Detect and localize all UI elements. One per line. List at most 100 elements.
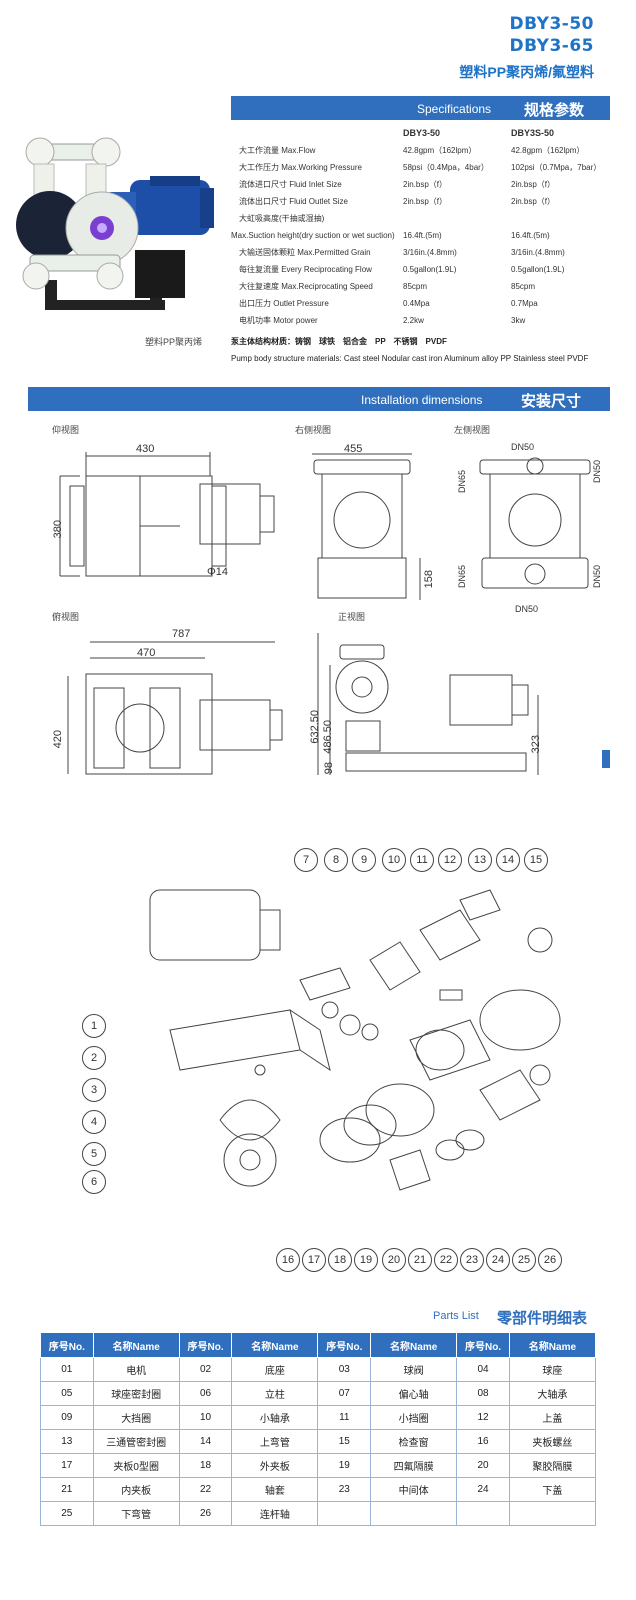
- view-label-top: 俯视图: [52, 612, 80, 622]
- callout-21: 21: [408, 1248, 432, 1272]
- model-title-2: DBY3-65: [509, 36, 594, 56]
- materials-en: Pump body structure materials: Cast stee…: [231, 354, 589, 363]
- part-name: 立柱: [231, 1381, 319, 1406]
- dim-dn65-top: DN65: [457, 470, 467, 494]
- spec-label: 出口压力 Outlet Pressure: [239, 299, 329, 308]
- spec-v2: 0.5gallon(1.9L): [511, 265, 565, 274]
- spec-label: 流体出口尺寸 Fluid Outlet Size: [239, 197, 348, 206]
- parts-header-cell: 序号No.: [456, 1332, 510, 1358]
- spec-v2: 16.4ft.(5m): [511, 231, 550, 240]
- part-name: 小挡圈: [370, 1405, 458, 1430]
- part-number: 16: [456, 1429, 510, 1454]
- part-name: [370, 1501, 458, 1526]
- product-caption: 塑料PP聚丙烯: [145, 337, 203, 347]
- spec-label: 流体进口尺寸 Fluid Inlet Size: [239, 180, 342, 189]
- part-number: 13: [40, 1429, 94, 1454]
- spec-label: 大往复速度 Max.Reciprocating Speed: [239, 282, 373, 291]
- spec-row: 大虹吸高度(干抽或湿抽): [231, 210, 616, 227]
- part-name: 中间体: [370, 1477, 458, 1502]
- part-number: 26: [178, 1501, 233, 1526]
- callout-17: 17: [302, 1248, 326, 1272]
- part-name: 上盖: [508, 1405, 597, 1430]
- page-side-marker: [602, 750, 610, 768]
- view-label-left: 左侧视图: [454, 425, 491, 435]
- spec-col2-header: DBY3S-50: [511, 128, 555, 138]
- part-number: 20: [456, 1453, 510, 1478]
- part-name: 上弯管: [231, 1429, 319, 1454]
- spec-label: Max.Suction height(dry suction or wet su…: [231, 231, 395, 240]
- callout-2: 2: [82, 1046, 106, 1070]
- part-number: 24: [456, 1477, 510, 1502]
- part-number: 14: [178, 1429, 233, 1454]
- right-view-drawing: [312, 453, 421, 600]
- dim-158: 158: [423, 570, 435, 589]
- front-view-drawing: [317, 633, 539, 775]
- part-name: 轴套: [231, 1477, 319, 1502]
- part-number: 10: [178, 1405, 233, 1430]
- spec-v2: 2in.bsp（f）: [511, 180, 556, 189]
- part-name: 连杆轴: [231, 1501, 319, 1526]
- spec-label: 每往复流量 Every Reciprocating Flow: [239, 265, 372, 274]
- callout-6: 6: [82, 1170, 106, 1194]
- part-name: 检查窗: [370, 1429, 458, 1454]
- dim-dn50-right-bottom: DN50: [592, 565, 602, 589]
- spec-label: 大输送固体颗粒 Max.Permitted Grain: [239, 248, 371, 257]
- parts-header-cell: 名称Name: [231, 1332, 319, 1358]
- part-name: 底座: [231, 1357, 319, 1382]
- callout-14: 14: [496, 848, 520, 872]
- parts-header-cell: 名称Name: [508, 1332, 597, 1358]
- part-number: 05: [40, 1381, 94, 1406]
- dim-phi14: Φ14: [207, 566, 229, 578]
- dim-455: 455: [344, 443, 363, 455]
- part-name: 夹板螺丝: [508, 1429, 597, 1454]
- callout-10: 10: [382, 848, 406, 872]
- spec-label: 电机功率 Motor power: [239, 316, 318, 325]
- callout-13: 13: [468, 848, 492, 872]
- bottom-view-drawing: [59, 452, 275, 577]
- parts-header-cell: 序号No.: [40, 1332, 94, 1358]
- part-number: 19: [317, 1453, 372, 1478]
- part-number: 22: [178, 1477, 233, 1502]
- callout-9: 9: [352, 848, 376, 872]
- dim-470: 470: [137, 647, 156, 659]
- parts-list-title-cn: 零部件明细表: [497, 1310, 588, 1327]
- callout-25: 25: [512, 1248, 536, 1272]
- spec-v1: 42.8gpm（162lpm）: [403, 146, 477, 155]
- part-name: 偏心轴: [370, 1381, 458, 1406]
- dim-323: 323: [530, 735, 542, 754]
- spec-v1: 2.2kw: [403, 316, 424, 325]
- dim-dn50-bottom: DN50: [515, 604, 539, 614]
- part-number: 15: [317, 1429, 372, 1454]
- spec-v2: 42.8gpm（162lpm）: [511, 146, 585, 155]
- spec-v1: 58psi（0.4Mpa，4bar）: [403, 163, 489, 172]
- spec-v1: [403, 210, 511, 227]
- parts-header-cell: 名称Name: [92, 1332, 180, 1358]
- spec-col1-header: DBY3-50: [403, 128, 441, 138]
- part-name: 大挡圈: [92, 1405, 180, 1430]
- spec-v1: 16.4ft.(5m): [403, 231, 442, 240]
- spec-row: 大工作压力 Max.Working Pressure 58psi（0.4Mpa，4…: [231, 159, 616, 176]
- spec-row: Max.Suction height(dry suction or wet su…: [231, 227, 616, 244]
- spec-v2: 0.7Mpa: [511, 299, 538, 308]
- installation-title-en: Installation dimensions: [361, 393, 483, 407]
- installation-bar: Installation dimensions 安装尺寸: [28, 387, 610, 411]
- part-name: 球座: [508, 1357, 597, 1382]
- part-name: 夹板0型圈: [92, 1453, 180, 1478]
- spec-v2: [511, 210, 616, 227]
- dim-420: 420: [52, 730, 64, 749]
- dim-dn65-bottom: DN65: [457, 565, 467, 589]
- part-name: [508, 1501, 597, 1526]
- dim-dn50-right-top: DN50: [592, 460, 602, 484]
- part-number: 04: [456, 1357, 510, 1382]
- spec-v1: 2in.bsp（f）: [403, 197, 448, 206]
- spec-label: 大工作压力 Max.Working Pressure: [239, 163, 362, 172]
- callout-4: 4: [82, 1110, 106, 1134]
